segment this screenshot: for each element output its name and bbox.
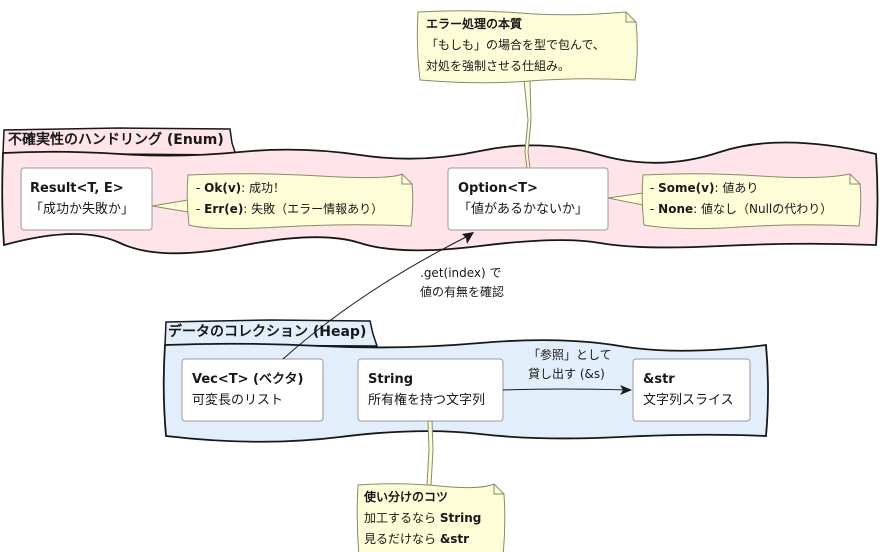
bottom-note-key: String <box>439 511 482 525</box>
top-note-line: 「もしも」の場合を型で包んで、 <box>426 38 605 52</box>
string-node[interactable]: String 所有権を持つ文字列 <box>368 369 485 411</box>
err-description: : 失敗（エラー情報あり） <box>243 202 384 216</box>
bottom-note-line: 加工するなら String <box>364 508 481 529</box>
top-note-line: 対処を強制させる仕組み。 <box>426 59 571 73</box>
option-note-fold <box>849 174 860 185</box>
bottom-note-title: 使い分けのコツ <box>364 490 449 504</box>
top-note: エラー処理の本質 「もしも」の場合を型で包んで、 対処を強制させる仕組み。 <box>426 14 605 77</box>
result-node-box <box>20 167 153 231</box>
option-node-title: Option<T> <box>458 181 538 196</box>
some-variant: Some(v) <box>658 181 715 195</box>
string-node-subtitle: 所有権を持つ文字列 <box>368 393 486 408</box>
some-description: : 値あり <box>714 181 759 195</box>
enum-package-title: 不確実性のハンドリング (Enum) <box>8 132 224 148</box>
result-note-shape <box>186 173 414 230</box>
bottom-note-shape <box>356 483 506 552</box>
none-variant: None <box>658 202 694 216</box>
str-node-subtitle: 文字列スライス <box>643 393 734 408</box>
vec-node-title: Vec<T> (ベクタ) <box>192 372 304 387</box>
result-note-item: - Err(e): 失敗（エラー情報あり） <box>196 202 384 216</box>
string-to-str-arrowhead <box>620 385 632 395</box>
string-node-title: String <box>368 372 414 387</box>
option-note: - Some(v): 値あり - None: 値なし（Nullの代わり） <box>650 178 832 220</box>
result-note-fold <box>401 174 412 185</box>
option-note-shape <box>641 173 862 230</box>
str-node-title: &str <box>643 372 675 387</box>
top-note-fold <box>625 12 636 23</box>
str-node[interactable]: &str 文字列スライス <box>643 369 734 411</box>
option-note-item: - Some(v): 値あり <box>650 181 759 195</box>
vec-to-option-arrowhead <box>462 232 474 244</box>
string-to-str-arrow <box>502 388 629 391</box>
result-node-subtitle: 「成功か失敗か」 <box>30 202 135 217</box>
arrow-label-line: 値の有無を確認 <box>420 285 505 299</box>
borrow-label-line: 貸し出す (&s) <box>528 367 605 381</box>
top-note-title: エラー処理の本質 <box>426 17 523 31</box>
err-variant: Err(e) <box>204 202 244 216</box>
result-node[interactable]: Result<T, E> 「成功か失敗か」 <box>30 178 134 220</box>
ok-description: : 成功！ <box>241 181 285 195</box>
vec-node-subtitle: 可変長のリスト <box>192 393 284 408</box>
result-note: - Ok(v): 成功！ - Err(e): 失敗（エラー情報あり） <box>196 178 383 220</box>
arrow-label-line: .get(index) で <box>420 266 502 280</box>
vec-to-option-label: .get(index) で 値の有無を確認 <box>420 264 504 302</box>
ok-variant: Ok(v) <box>204 181 242 195</box>
top-note-shape <box>416 10 638 84</box>
vec-to-option-arrow <box>282 233 473 360</box>
result-node-title: Result<T, E> <box>30 181 124 196</box>
heap-package-title: データのコレクション (Heap) <box>168 324 367 340</box>
option-note-item: - None: 値なし（Nullの代わり） <box>650 202 833 216</box>
borrow-label: 「参照」として 貸し出す (&s) <box>528 346 612 384</box>
option-node-box <box>447 167 609 231</box>
none-description: : 値なし（Nullの代わり） <box>693 202 833 216</box>
vec-node-box <box>181 358 324 422</box>
option-node-subtitle: 「値があるかないか」 <box>458 202 589 217</box>
bottom-note-text: 見るだけなら <box>364 532 440 546</box>
option-node[interactable]: Option<T> 「値があるかないか」 <box>458 178 588 220</box>
bottom-note-connector <box>426 420 434 486</box>
bottom-note-text: 加工するなら <box>364 511 440 525</box>
str-node-box <box>632 358 751 422</box>
bottom-note: 使い分けのコツ 加工するなら String 見るだけなら &str <box>364 487 481 550</box>
bottom-note-key: &str <box>439 532 470 546</box>
result-note-item: - Ok(v): 成功！ <box>196 181 285 195</box>
bottom-note-line: 見るだけなら &str <box>364 529 481 550</box>
vec-node[interactable]: Vec<T> (ベクタ) 可変長のリスト <box>192 369 303 411</box>
bottom-note-fold <box>493 484 504 495</box>
borrow-label-line: 「参照」として <box>528 348 612 362</box>
heap-package-tab <box>164 319 379 347</box>
